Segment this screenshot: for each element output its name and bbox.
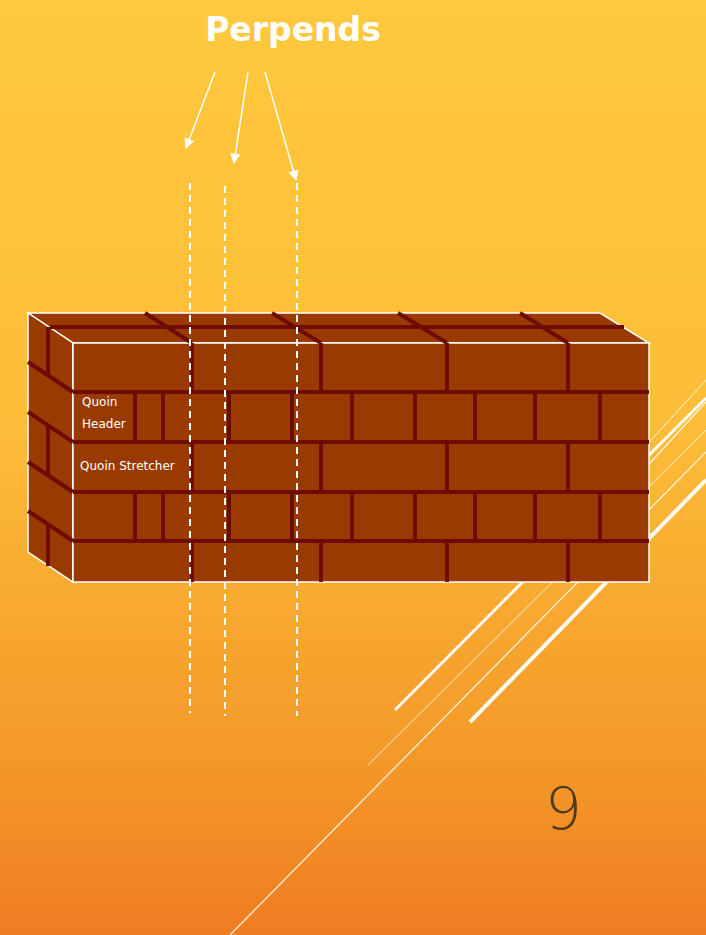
perpend-joint [566, 541, 570, 582]
perpend-joint [133, 392, 137, 442]
perpend-joint [598, 492, 602, 541]
perpend-joint [290, 392, 294, 442]
perpend-joint [445, 541, 449, 582]
perpend-joint [533, 392, 537, 442]
perpend-joint [319, 541, 323, 582]
brick-wall [28, 313, 649, 582]
perpend-joint [533, 492, 537, 541]
perpend-joint [319, 442, 323, 492]
perpend-joint [133, 492, 137, 541]
perpend-joint [227, 492, 231, 541]
pointer-arrows [186, 72, 296, 180]
page-number: 9 [545, 775, 582, 843]
quoin-label: Quoin Stretcher [80, 455, 175, 477]
perpend-joint [566, 442, 570, 492]
perpend-joint [566, 343, 570, 392]
quoin-label: Quoin Header [82, 391, 132, 435]
perpend-lines [190, 183, 297, 716]
perpend-joint [350, 392, 354, 442]
perpend-joint [413, 392, 417, 442]
perpend-joint [319, 343, 323, 392]
perpend-joint [445, 343, 449, 392]
perpend-joint [445, 442, 449, 492]
perpend-joint [161, 492, 165, 541]
perpend-joint [413, 492, 417, 541]
perpend-joint [227, 392, 231, 442]
perpend-joint [598, 392, 602, 442]
perpend-joint [350, 492, 354, 541]
slide-title: Perpends [205, 10, 381, 49]
perpend-joint [290, 492, 294, 541]
perpend-joint [473, 392, 477, 442]
perpend-joint [161, 392, 165, 442]
perpend-joint [473, 492, 477, 541]
